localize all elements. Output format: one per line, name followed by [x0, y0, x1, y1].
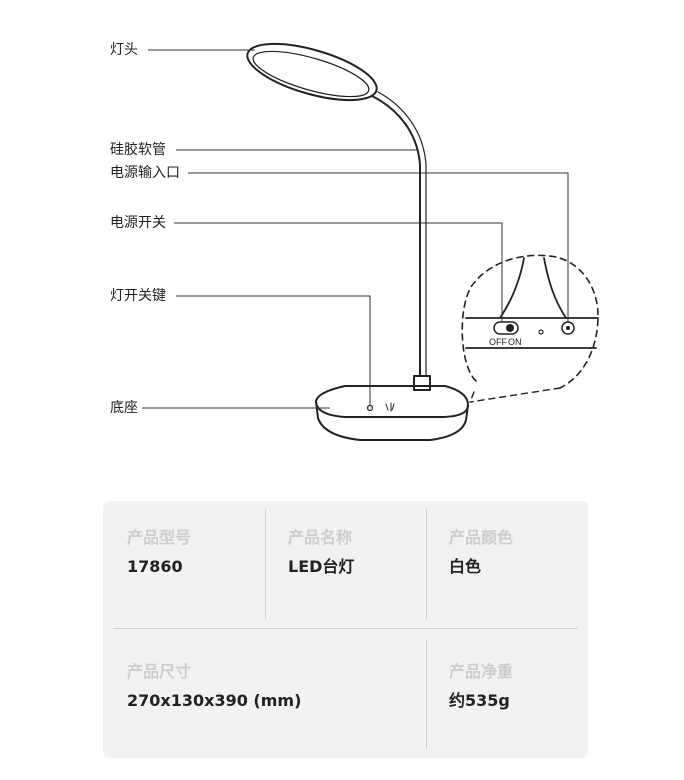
- spec-panel: 产品型号 17860 产品名称 LED台灯 产品颜色 白色 产品尺寸 270x1…: [103, 501, 588, 758]
- callout-lamp-head: 灯头: [110, 42, 138, 58]
- callout-base: 底座: [110, 400, 138, 416]
- spec-color-label: 产品颜色: [449, 528, 514, 547]
- hose-shape: [371, 95, 421, 377]
- divider-vertical: [265, 509, 266, 619]
- spec-color: 产品颜色 白色: [449, 528, 513, 577]
- divider-vertical: [426, 639, 427, 749]
- product-diagram: OFF ON 灯头 硅胶软管 电源输入口 电源开关 灯开关键 底座: [110, 42, 599, 441]
- spec-weight: 产品净重 约535g: [449, 662, 513, 711]
- callout-silicone-hose: 硅胶软管: [110, 142, 166, 158]
- spec-name-label: 产品名称: [288, 528, 353, 547]
- leader-power-input: [188, 172, 569, 322]
- spec-size-value: 270x130x390 (mm): [127, 691, 302, 710]
- spec-color-value: 白色: [449, 557, 482, 576]
- spec-name-value: LED台灯: [288, 557, 355, 576]
- callout-power-input: 电源输入口: [110, 165, 180, 181]
- base-shape: [315, 385, 469, 441]
- leader-power-switch: [174, 222, 503, 322]
- leader-light-switch: [176, 295, 371, 406]
- lamp-illustration: OFF ON: [142, 42, 599, 441]
- divider-vertical: [426, 509, 427, 619]
- spec-name: 产品名称 LED台灯: [288, 528, 354, 577]
- spec-weight-value: 约535g: [449, 691, 510, 710]
- lamp-head-shape: [246, 42, 378, 102]
- spec-size-label: 产品尺寸: [127, 662, 192, 681]
- switch-on-label: ON: [508, 337, 522, 347]
- spec-model-label: 产品型号: [127, 528, 192, 547]
- callout-power-switch: 电源开关: [110, 215, 166, 231]
- spec-model-value: 17860: [127, 557, 183, 576]
- spec-size: 产品尺寸 270x130x390 (mm): [127, 662, 301, 711]
- spec-model: 产品型号 17860: [127, 528, 191, 577]
- divider-horizontal: [113, 628, 578, 629]
- callout-light-switch-key: 灯开关键: [110, 288, 166, 304]
- switch-off-label: OFF: [489, 337, 507, 347]
- spec-weight-label: 产品净重: [449, 662, 514, 681]
- detail-magnifier: [461, 254, 599, 403]
- neck-shape: [413, 375, 431, 391]
